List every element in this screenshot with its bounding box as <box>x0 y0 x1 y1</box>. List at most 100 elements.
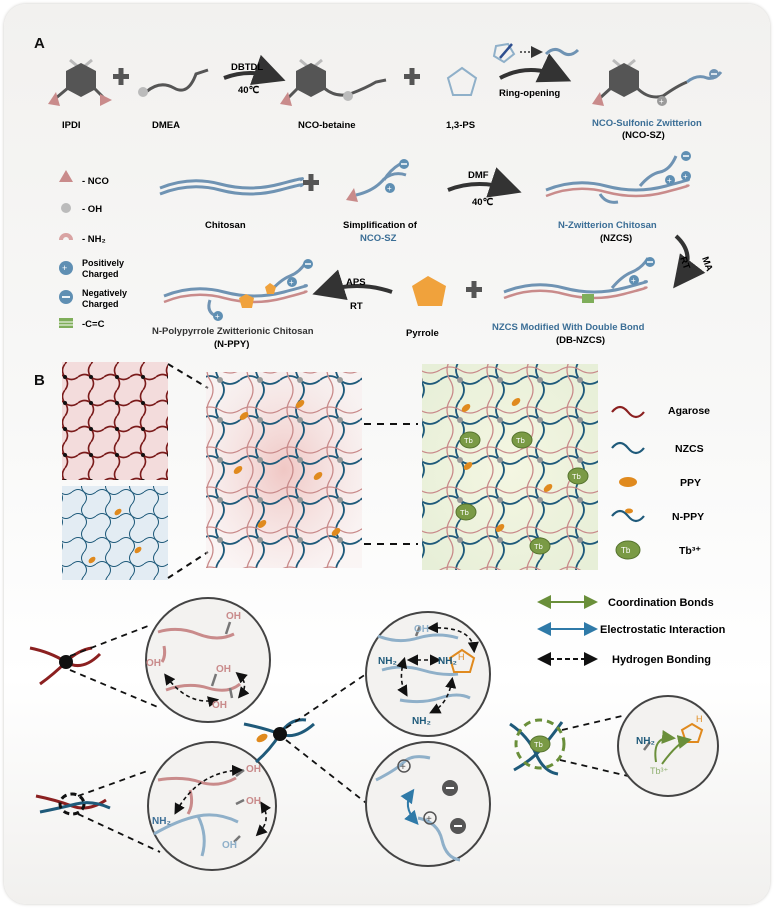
tb-node: Tb <box>509 718 566 776</box>
bubble2-oh: OH <box>414 624 429 635</box>
simplified-nco-sz: + <box>346 159 409 202</box>
reaction-arrow-dmf <box>447 167 522 198</box>
nzcs-chains: + + <box>545 151 691 204</box>
nppy-line1: N-Polypyrrole Zwitterionic Chitosan <box>152 326 314 337</box>
bubble1-oh-2: OH <box>146 658 161 669</box>
svg-text:+: + <box>387 184 392 193</box>
pyrrole-ring <box>412 276 446 306</box>
legend-tb-symbol <box>615 540 641 560</box>
bubble-agarose-hbond <box>145 597 271 723</box>
tb-label-2: Tb <box>516 436 525 445</box>
interaction-legend <box>537 595 598 666</box>
legend-b: Tb <box>611 405 645 560</box>
panel-b-label: B <box>34 372 45 389</box>
nzcs-network-thumb <box>62 486 168 580</box>
tb-label-5: Tb <box>534 542 543 551</box>
legend-nh2-label: - NH₂ <box>82 234 106 245</box>
simplification-line2: NCO-SZ <box>360 233 397 244</box>
ps-label: 1,3-PS <box>446 120 475 131</box>
nco-betaine-label: NCO-betaine <box>298 120 356 131</box>
nco-sz-molecule: + <box>592 58 723 106</box>
nppy-line2: (N-PPY) <box>214 339 249 350</box>
nzcs-line2: (NZCS) <box>600 233 632 244</box>
bubble4-oh-3: OH <box>222 840 237 851</box>
nzcs-node <box>243 718 315 764</box>
db-nzcs-chains: + <box>503 257 655 303</box>
svg-text:+: + <box>683 172 688 181</box>
bubble2-pyrrole-h: H <box>458 652 465 662</box>
plus-sign-1 <box>113 68 129 85</box>
rt-label-2: RT <box>350 301 363 312</box>
legend-oh-label: - OH <box>82 204 102 215</box>
nppy-chains: + + <box>163 259 313 321</box>
reaction-arrow-ma <box>673 234 706 289</box>
legend-tb-symbol-text: Tb <box>621 546 631 555</box>
agarose-node <box>29 646 102 686</box>
svg-text:+: + <box>426 814 432 825</box>
svg-text:+: + <box>289 278 294 287</box>
legend-tb-label: Tb³⁺ <box>679 545 701 557</box>
zoom-line-top <box>167 363 209 389</box>
legend-nzcs-label: NZCS <box>675 443 704 455</box>
tb-node-label: Tb <box>534 740 543 749</box>
zoom-line-bottom <box>167 551 209 579</box>
combined-network <box>206 372 362 568</box>
ipdi-molecule <box>48 58 112 106</box>
bubble-electrostatic: + + <box>365 741 491 867</box>
dmea-label: DMEA <box>152 120 180 131</box>
svg-text:+: + <box>62 263 67 273</box>
legend-nppy-symbol <box>611 509 645 523</box>
chitosan-label: Chitosan <box>205 220 246 231</box>
dbnzcs-line1: NZCS Modified With Double Bond <box>492 322 645 333</box>
tb-label-4: Tb <box>460 508 469 517</box>
plus-sign-3 <box>303 174 319 191</box>
svg-text:+: + <box>659 97 664 106</box>
ring-opening-scheme <box>492 42 580 83</box>
legend-nh2-symbol <box>59 233 73 240</box>
electrostatic-label: Electrostatic Interaction <box>600 624 726 636</box>
coordination-label: Coordination Bonds <box>608 597 714 609</box>
agarose-network-thumb <box>62 362 168 480</box>
legend-agarose-label: Agarose <box>668 405 710 417</box>
rt-label-1: RT <box>677 255 692 271</box>
reagent-dbtdl: DBTDL <box>231 62 263 73</box>
mixed-node <box>35 792 111 816</box>
bubble4-oh-2: OH <box>246 796 261 807</box>
legend-ppy-label: PPY <box>680 477 701 489</box>
nco-sz-line1: NCO-Sulfonic Zwitterion <box>592 118 702 129</box>
legend-nzcs-symbol <box>611 441 645 455</box>
legend-cc-label: -C=C <box>82 319 105 330</box>
ma-label: MA <box>699 255 714 273</box>
ps-ring <box>446 66 478 96</box>
legend-cc-symbol <box>59 318 73 328</box>
bubble5-tb: Tb³⁺ <box>650 766 669 776</box>
svg-text:+: + <box>631 276 636 285</box>
legend-nco-symbol <box>59 170 73 182</box>
bubble-coordination <box>617 695 719 797</box>
legend-agarose-symbol <box>611 405 645 419</box>
dmf-label: DMF <box>468 170 489 181</box>
bubble5-pyrrole-h: H <box>696 714 703 724</box>
legend-nppy-label: N-PPY <box>672 511 704 523</box>
bubble4-nh2: NH₂ <box>152 816 171 827</box>
bubble5-nh2: NH₂ <box>636 736 655 747</box>
legend-positive-label-2: Charged <box>82 269 119 279</box>
legend-oh-symbol <box>61 203 71 213</box>
temperature-1: 40℃ <box>238 85 260 96</box>
nco-sz-line2: (NCO-SZ) <box>622 130 665 141</box>
hydrogen-label: Hydrogen Bonding <box>612 654 711 666</box>
legend-positive-label-1: Positively <box>82 258 124 268</box>
tb-network: Tb Tb Tb Tb Tb <box>422 364 598 570</box>
legend-ppy-symbol <box>619 477 637 487</box>
bubble-mixed-hbond <box>147 741 277 871</box>
pyrrole-label: Pyrrole <box>406 328 439 339</box>
plus-sign-2 <box>404 68 420 85</box>
tb-label-1: Tb <box>464 436 473 445</box>
bubble2-nh2-1: NH₂ <box>378 656 397 667</box>
dmea-molecule <box>138 68 209 97</box>
nzcs-line1: N-Zwitterion Chitosan <box>558 220 657 231</box>
chitosan-chains <box>159 177 304 196</box>
legend-a: + <box>59 170 73 328</box>
